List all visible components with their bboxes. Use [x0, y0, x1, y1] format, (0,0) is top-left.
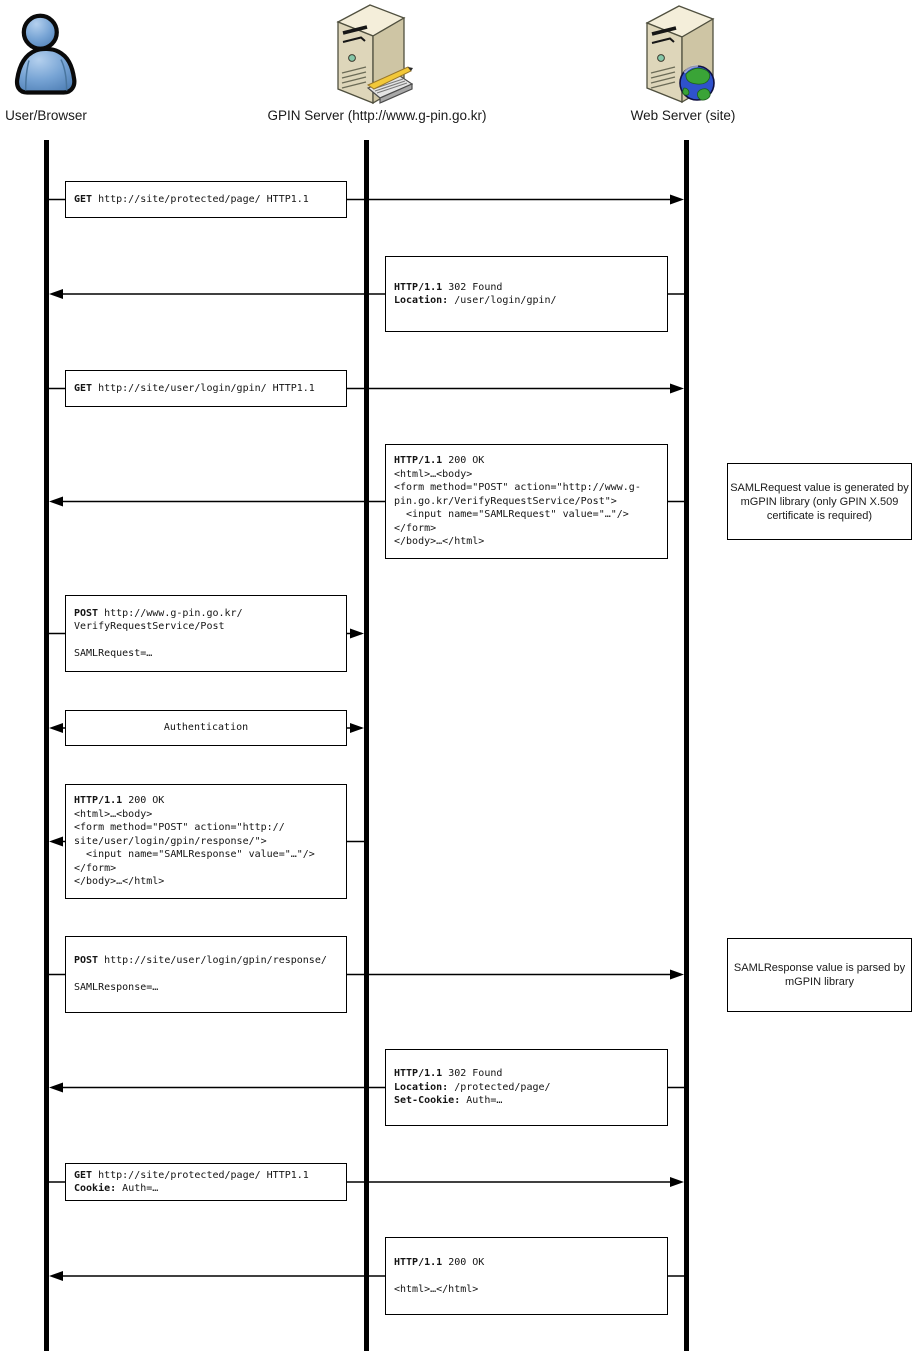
message-200-samlrequest-form: HTTP/1.1 200 OK<html>…<body> <form method… — [385, 444, 668, 559]
message-line: GET http://site/protected/page/ HTTP1.1 — [74, 1169, 309, 1181]
message-line: </form> — [74, 862, 117, 874]
message-line: HTTP/1.1 302 Found — [394, 281, 503, 293]
actor-label-user-browser: User/Browser — [5, 108, 87, 123]
message-line: POST http://www.g-pin.go.kr/ — [74, 607, 243, 619]
message-post-samlresponse: POST http://site/user/login/gpin/respons… — [65, 936, 347, 1013]
message-line: pin.go.kr/VerifyRequestService/Post"> — [394, 495, 617, 507]
actor-label-web-server: Web Server (site) — [630, 108, 736, 123]
message-line — [74, 968, 338, 982]
message-line — [394, 1269, 659, 1283]
message-line: Location: /user/login/gpin/ — [394, 295, 557, 306]
message-line: SAMLRequest=… — [74, 648, 153, 659]
message-200-samlresponse-form: HTTP/1.1 200 OK<html>…<body> <form method… — [65, 784, 347, 899]
user-person-icon — [13, 7, 77, 102]
arrowhead-left-msg9 — [49, 1082, 63, 1093]
message-line: Authentication — [163, 722, 249, 734]
message-line: GET http://site/user/login/gpin/ HTTP1.1 — [74, 382, 315, 394]
message-line: Location: /protected/page/ — [394, 1081, 551, 1093]
message-line: HTTP/1.1 200 OK — [74, 795, 165, 807]
message-post-verifyrequest: POST http://www.g-pin.go.kr/VerifyReques… — [65, 595, 347, 672]
arrowhead-right-msg3 — [670, 383, 684, 394]
message-line: </form> — [394, 522, 437, 534]
message-line: site/user/login/gpin/response/"> — [74, 835, 267, 847]
message-line: <form method="POST" action="http://www.g… — [394, 482, 641, 494]
arrowhead-right-msg5 — [350, 628, 364, 639]
message-line: <html>…<body> — [74, 808, 153, 820]
web-server-icon — [642, 2, 720, 109]
arrowhead-left-msg4 — [49, 496, 63, 507]
arrowhead-right-msg6 — [350, 723, 364, 733]
message-line: VerifyRequestService/Post — [74, 621, 225, 632]
message-line: Set-Cookie: Auth=… — [394, 1095, 503, 1107]
arrowhead-left-msg2 — [49, 289, 63, 299]
message-line: HTTP/1.1 200 OK — [394, 1256, 485, 1268]
message-line: <html>…</html> — [394, 1283, 479, 1295]
message-line: SAMLResponse=… — [74, 982, 159, 994]
message-get-protected-page: GET http://site/protected/page/ HTTP1.1 — [65, 181, 347, 218]
message-get-login-gpin: GET http://site/user/login/gpin/ HTTP1.1 — [65, 370, 347, 407]
message-line: POST http://site/user/login/gpin/respons… — [74, 955, 327, 967]
actor-label-gpin-server: GPIN Server (http://www.g-pin.go.kr) — [267, 108, 487, 123]
arrowhead-left-msg6 — [49, 723, 63, 733]
message-200-html: HTTP/1.1 200 OK <html>…</html> — [385, 1237, 668, 1315]
globe-icon — [679, 64, 715, 101]
arrowhead-left-msg7 — [49, 836, 63, 847]
message-line — [74, 634, 338, 648]
message-line: </body>…</html> — [74, 876, 165, 888]
message-authentication: Authentication — [65, 710, 347, 746]
note-samlresponse-parsed: SAMLResponse value is parsed by mGPIN li… — [727, 938, 912, 1012]
gpin-server-icon — [331, 1, 414, 112]
arrowhead-right-msg10 — [670, 1177, 684, 1187]
message-line: Cookie: Auth=… — [74, 1183, 159, 1194]
message-line: </body>…</html> — [394, 536, 485, 548]
keyboard-icon — [366, 66, 414, 104]
arrowhead-right-msg1 — [670, 194, 684, 205]
message-line: HTTP/1.1 302 Found — [394, 1068, 503, 1080]
arrowhead-left-msg11 — [49, 1271, 63, 1281]
message-line: <form method="POST" action="http:// — [74, 822, 285, 834]
message-line: <input name="SAMLRequest" value="…"/> — [394, 509, 629, 521]
message-line: <input name="SAMLResponse" value="…"/> — [74, 849, 315, 861]
message-line: GET http://site/protected/page/ HTTP1.1 — [74, 193, 309, 205]
message-line: <html>…<body> — [394, 468, 473, 480]
arrowhead-right-msg8 — [670, 969, 684, 980]
note-samlrequest-generated: SAMLRequest value is generated by mGPIN … — [727, 463, 912, 540]
message-line: HTTP/1.1 200 OK — [394, 455, 485, 467]
